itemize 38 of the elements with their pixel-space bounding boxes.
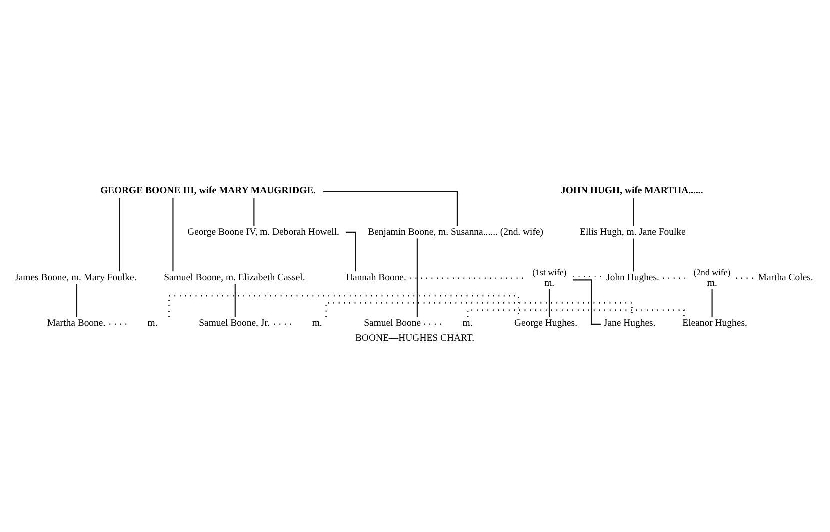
- connector: [119, 197, 120, 272]
- node-text: George Hughes.: [514, 318, 578, 329]
- connector: [573, 279, 602, 324]
- node-label: (1st wife): [532, 266, 567, 277]
- node-text: Samuel Boone, m. Elizabeth Cassel.: [164, 272, 306, 283]
- connector: [633, 198, 634, 226]
- node-text: Samuel Boone: [364, 318, 422, 329]
- node-label: (2nd wife): [694, 266, 731, 277]
- node-text: m.: [462, 318, 473, 329]
- caption: BOONE—HUGHES CHART.: [355, 332, 475, 344]
- node-text: GEORGE BOONE III, wife MARY MAUGRIDGE.: [100, 184, 316, 196]
- node-text: m.: [707, 277, 718, 288]
- node-text: JOHN HUGH, wife MARTHA......: [560, 184, 704, 196]
- node-text: Ellis Hugh, m. Jane Foulke: [580, 226, 686, 238]
- connector: [633, 238, 634, 272]
- connector: [234, 284, 236, 317]
- node-text: George Boone IV, m. Deborah Howell.: [188, 226, 340, 238]
- connector: [548, 288, 550, 317]
- connector: [712, 288, 713, 317]
- node-text: m.: [544, 277, 555, 288]
- connector: [326, 302, 633, 317]
- connector: [172, 197, 174, 272]
- connector: [254, 198, 255, 226]
- connector: [76, 284, 78, 317]
- node-text: Jane Hughes.: [604, 318, 656, 329]
- node-text: Martha Boone.: [47, 318, 106, 329]
- node-text: James Boone, m. Mary Foulke.: [15, 272, 137, 283]
- node-text: Eleanor Hughes.: [682, 318, 748, 329]
- connector: [416, 238, 418, 317]
- node-text: Benjamin Boone, m. Susanna...... (2nd. wife): [368, 226, 544, 238]
- node-text: Martha Coles.: [758, 272, 814, 283]
- node-text: m.: [312, 318, 322, 329]
- node-text: m.: [148, 318, 158, 329]
- node-text: Samuel Boone, Jr.: [199, 318, 270, 329]
- node-text: John Hughes.: [606, 272, 660, 283]
- connector: [168, 294, 520, 317]
- connector: [324, 190, 458, 226]
- node-text: Hannah Boone.: [346, 272, 406, 283]
